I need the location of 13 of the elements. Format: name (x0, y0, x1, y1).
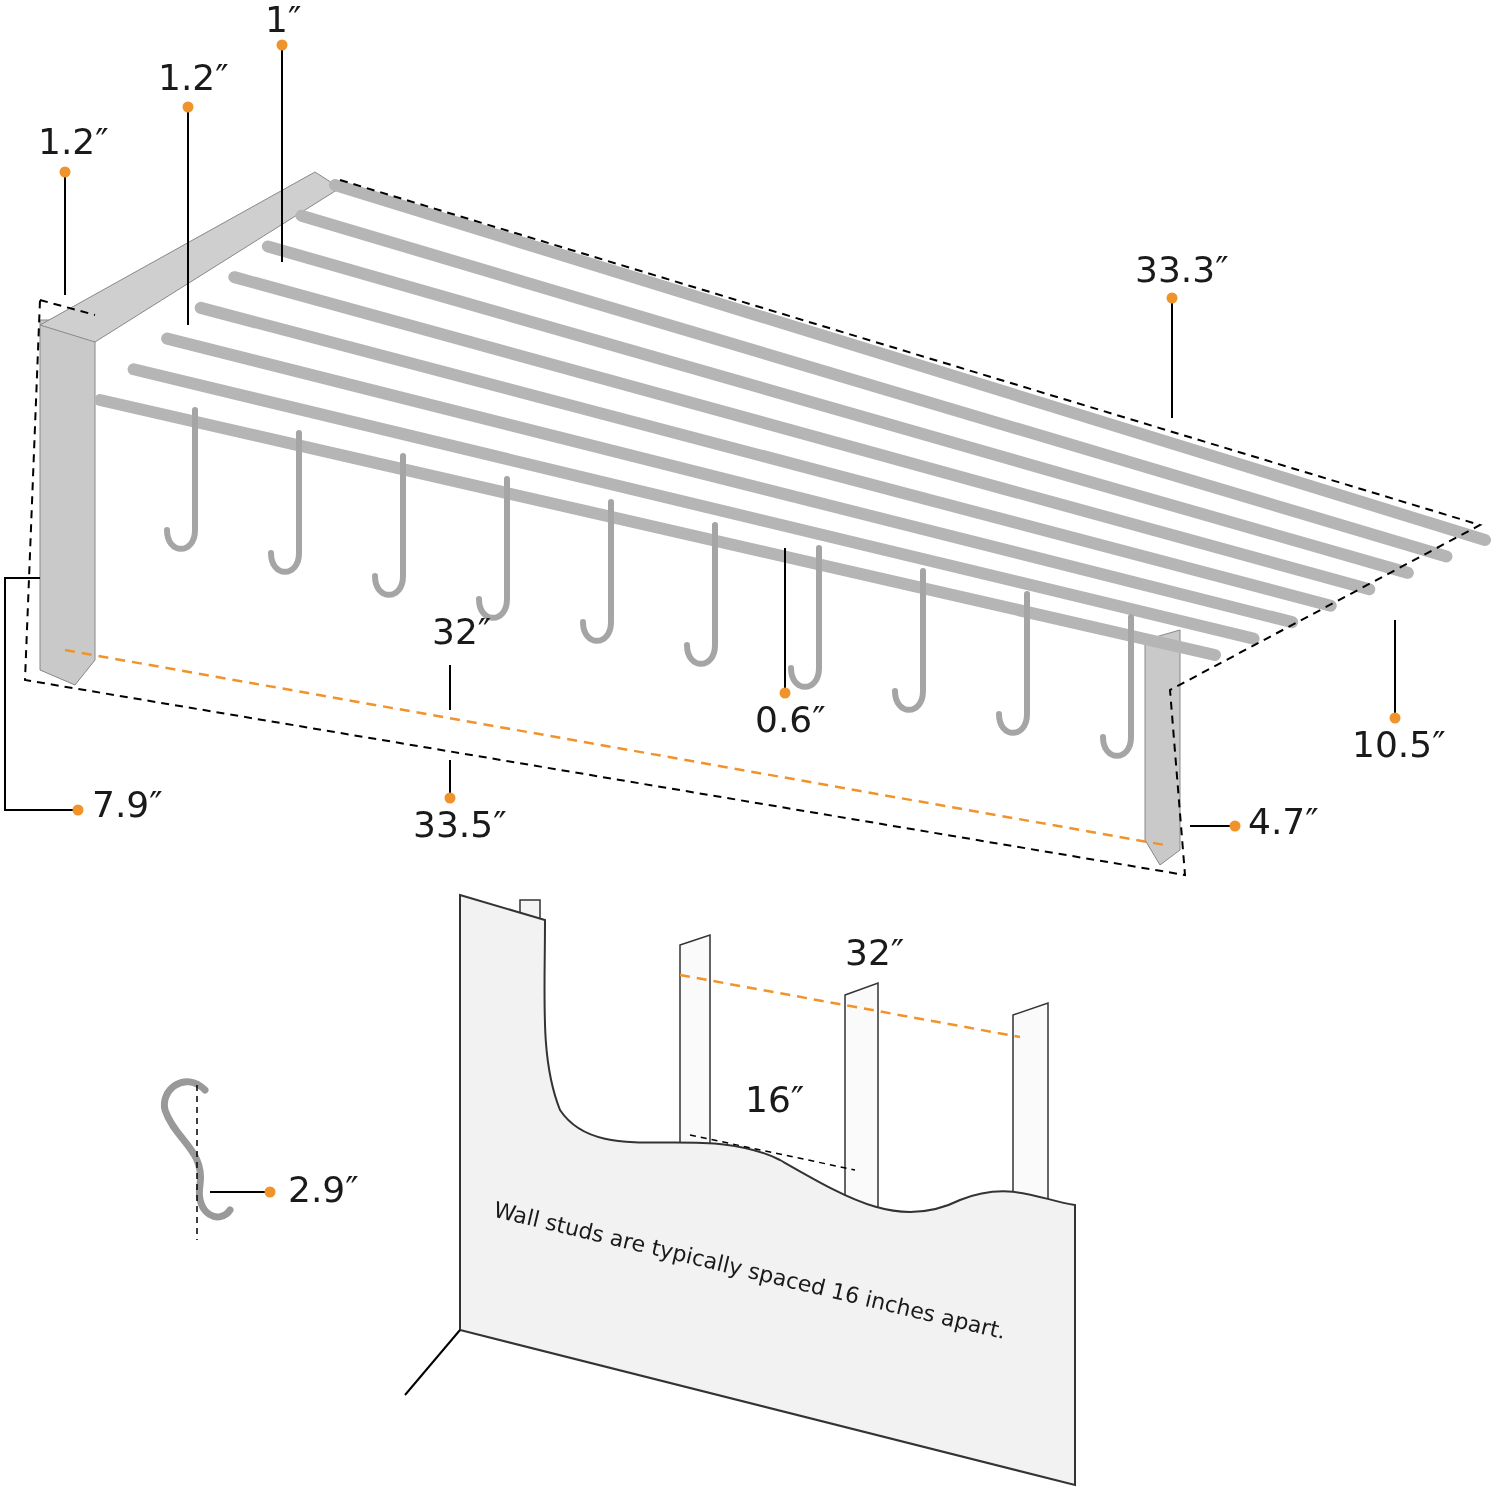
dimension-label: 1″ (265, 0, 302, 40)
dimension-label: 1.2″ (38, 122, 109, 162)
dimension-label: 2.9″ (288, 1170, 359, 1210)
dimension-label: 32″ (432, 612, 492, 652)
dimension-label: 33.5″ (413, 805, 507, 845)
dimension-label: 33.3″ (1135, 250, 1229, 290)
dimension-label: 4.7″ (1248, 802, 1319, 842)
dimension-label: 10.5″ (1352, 725, 1446, 765)
dimension-label: 16″ (745, 1080, 805, 1120)
dimension-label: 1.2″ (158, 58, 229, 98)
dimension-label: 32″ (845, 933, 905, 973)
dimension-label: 7.9″ (92, 785, 163, 825)
dimension-label: 0.6″ (755, 700, 826, 740)
